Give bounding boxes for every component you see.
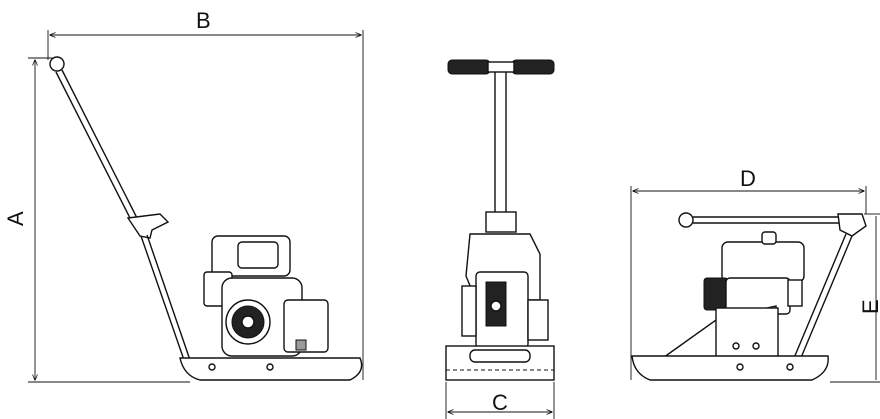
handle-folded <box>678 212 867 361</box>
base-plate-left <box>179 357 363 381</box>
side-view-left: B A <box>3 8 364 383</box>
dimension-e: E <box>830 213 880 383</box>
dimension-b: B <box>47 8 364 380</box>
engine-front <box>461 211 549 349</box>
engine-side <box>203 235 329 357</box>
side-view-right: D <box>630 166 880 383</box>
dimension-e-label: E <box>858 299 880 314</box>
engine-side-right <box>657 231 805 361</box>
dimension-d-label: D <box>740 166 756 191</box>
handle-tilted <box>49 56 191 361</box>
base-plate-right <box>631 355 829 381</box>
dimension-c-label: C <box>492 390 508 415</box>
dimension-d: D <box>630 166 867 380</box>
dimension-b-label: B <box>196 8 211 33</box>
front-view: C <box>445 59 555 419</box>
base-plate-front <box>445 345 555 381</box>
dimension-c: C <box>445 382 555 419</box>
t-handle <box>447 59 555 214</box>
dimension-a-label: A <box>3 211 28 226</box>
